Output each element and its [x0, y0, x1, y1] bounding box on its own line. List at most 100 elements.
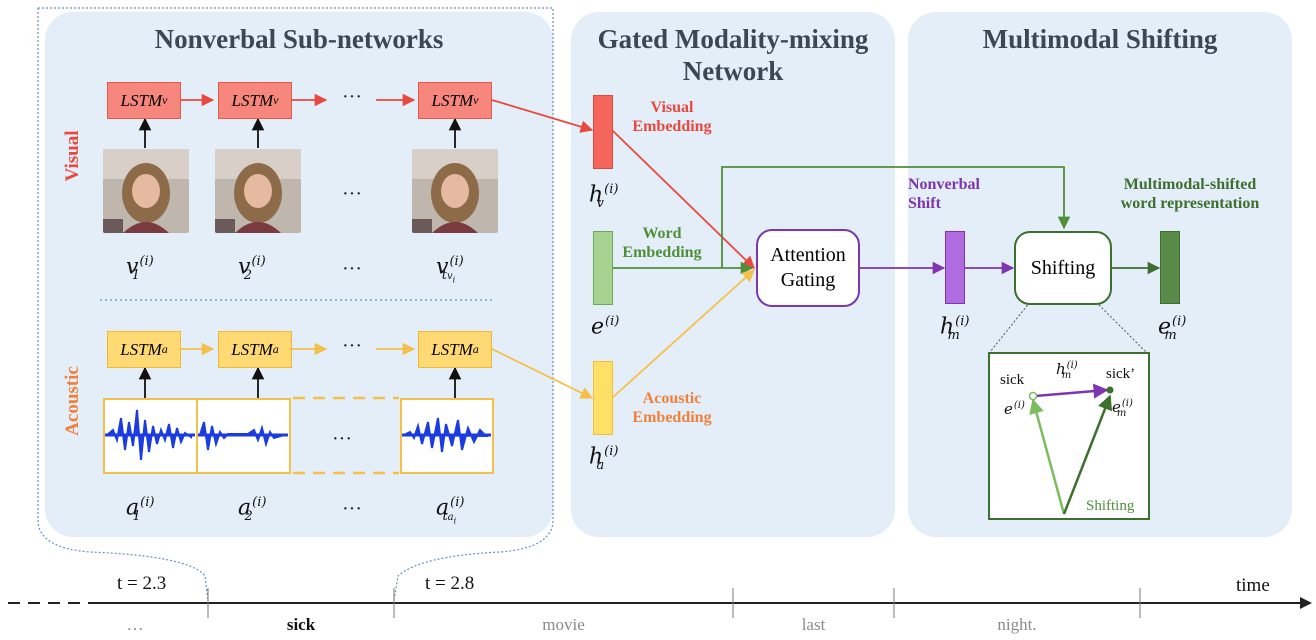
visual-input-2: v(i)2 — [238, 254, 266, 283]
var-sub: m — [1164, 327, 1177, 343]
var-sub: m — [1061, 370, 1072, 381]
word-embedding-line1: Word — [642, 225, 682, 242]
var-sup: (i) — [1066, 360, 1078, 371]
visual-lstm-ellipsis: ··· — [342, 86, 362, 108]
shifting-box-label: Shifting — [1030, 256, 1096, 279]
visual-input-1: v(i)1 — [126, 254, 154, 283]
var-subsub: a — [447, 511, 454, 523]
acoustic-embedding-line2: Embedding — [632, 409, 712, 426]
visual-embedding-line1: Visual — [650, 99, 694, 116]
var-sup: (i) — [604, 444, 619, 459]
nonverbal-shift-bar — [945, 231, 965, 304]
var-base: v — [436, 254, 449, 280]
word-embedding-line2: Embedding — [622, 244, 702, 261]
inset-caption: Shifting — [1086, 498, 1135, 514]
inset-e: e(i) — [1004, 400, 1025, 418]
timestamp-1: t = 2.3 — [117, 573, 167, 594]
acoustic-embedding-bar — [593, 361, 613, 435]
var-sub: 2 — [244, 508, 253, 524]
timeline-word-sick: sick — [286, 615, 316, 634]
var-sup: (i) — [604, 182, 619, 197]
audio-ellipsis: ··· — [332, 428, 352, 450]
visual-modality-label: Visual — [62, 130, 83, 182]
lstm-sub: a — [472, 342, 479, 356]
output-line1: Multimodal-shifted — [1123, 176, 1257, 193]
var-base: v — [238, 254, 251, 280]
var-base: e — [1158, 314, 1172, 340]
var-sup: (i) — [252, 495, 267, 510]
visual-embedding-line2: Embedding — [632, 118, 712, 135]
var-sup: (i) — [449, 254, 464, 269]
lstm-label: LSTM — [431, 90, 474, 110]
var-base: h — [1056, 360, 1066, 378]
var-base: a — [436, 495, 450, 521]
var-sup: (i) — [1121, 398, 1133, 409]
timeline-word-movie: movie — [542, 615, 585, 634]
output-embedding-bar — [1160, 231, 1180, 304]
shifting-inset-vectors — [1028, 383, 1114, 515]
acoustic-input-2: a(i)2 — [238, 495, 266, 524]
var-sub: m — [1116, 408, 1127, 419]
lstm-label: LSTM — [120, 90, 163, 110]
video-frame-2 — [215, 149, 301, 233]
nonverbal-shift-line2: Shift — [908, 195, 941, 212]
gated-panel-title-line1: Gated Modality-mixing — [597, 24, 869, 54]
gated-panel-title-line2: Network — [682, 56, 784, 86]
var-sub-t: t — [441, 267, 447, 283]
inset-sick: sick — [1000, 372, 1025, 388]
var-subsubsub: i — [453, 516, 457, 526]
var-base: a — [238, 495, 252, 521]
var-sup: (i) — [140, 495, 155, 510]
h-v-label: h(i)v — [589, 182, 618, 211]
lstm-sub: a — [272, 342, 279, 356]
inset-sick-prime: sick’ — [1106, 366, 1136, 382]
var-base: h — [589, 444, 604, 470]
nonverbal-shift-line1: Nonverbal — [908, 176, 980, 193]
var-sup: (i) — [450, 495, 465, 510]
lstm-sub: v — [273, 93, 279, 107]
lstm-sub: v — [473, 93, 479, 107]
visual-input-n: v(i)tvi — [436, 254, 464, 285]
audio-dashed-box — [293, 396, 399, 475]
video-frame-n — [412, 149, 498, 233]
output-label: Multimodal-shifted word representation — [1090, 175, 1290, 213]
timeline-word-night: night. — [997, 615, 1037, 634]
lstm-sub: v — [162, 93, 168, 107]
var-sub-t: t — [442, 508, 448, 524]
time-axis-label: time — [1236, 575, 1270, 596]
var-sub: tvi — [441, 267, 456, 285]
shifting-box: Shifting — [1014, 231, 1112, 305]
var-sup: (i) — [1013, 400, 1025, 411]
lstm-label: LSTM — [120, 339, 162, 359]
lstm-label: LSTM — [231, 339, 273, 359]
var-subsubsub: i — [452, 275, 456, 285]
timeline-word-last: last — [801, 615, 826, 634]
audio-segment-2 — [196, 398, 291, 474]
acoustic-input-ellipsis: ··· — [342, 498, 362, 520]
var-sub: m — [947, 327, 960, 343]
var-sup: (i) — [1172, 314, 1187, 329]
video-frame-ellipsis: ··· — [342, 183, 362, 205]
var-sup: (i) — [251, 254, 266, 269]
inset-h-m: h(i)m — [1056, 360, 1078, 381]
visual-input-ellipsis: ··· — [342, 258, 362, 280]
acoustic-modality-label: Acoustic — [62, 366, 83, 436]
var-base: a — [126, 495, 140, 521]
acoustic-input-1: a(i)1 — [126, 495, 154, 524]
attention-line1: Attention — [770, 244, 846, 266]
lstm-label: LSTM — [431, 339, 473, 359]
nonverbal-panel-title: Nonverbal Sub-networks — [154, 24, 444, 54]
timestamp-2: t = 2.8 — [425, 573, 475, 594]
audio-segment-1 — [103, 398, 198, 474]
var-base: e — [1004, 400, 1013, 418]
output-line2: word representation — [1120, 195, 1260, 212]
var-sub: v — [596, 195, 604, 211]
